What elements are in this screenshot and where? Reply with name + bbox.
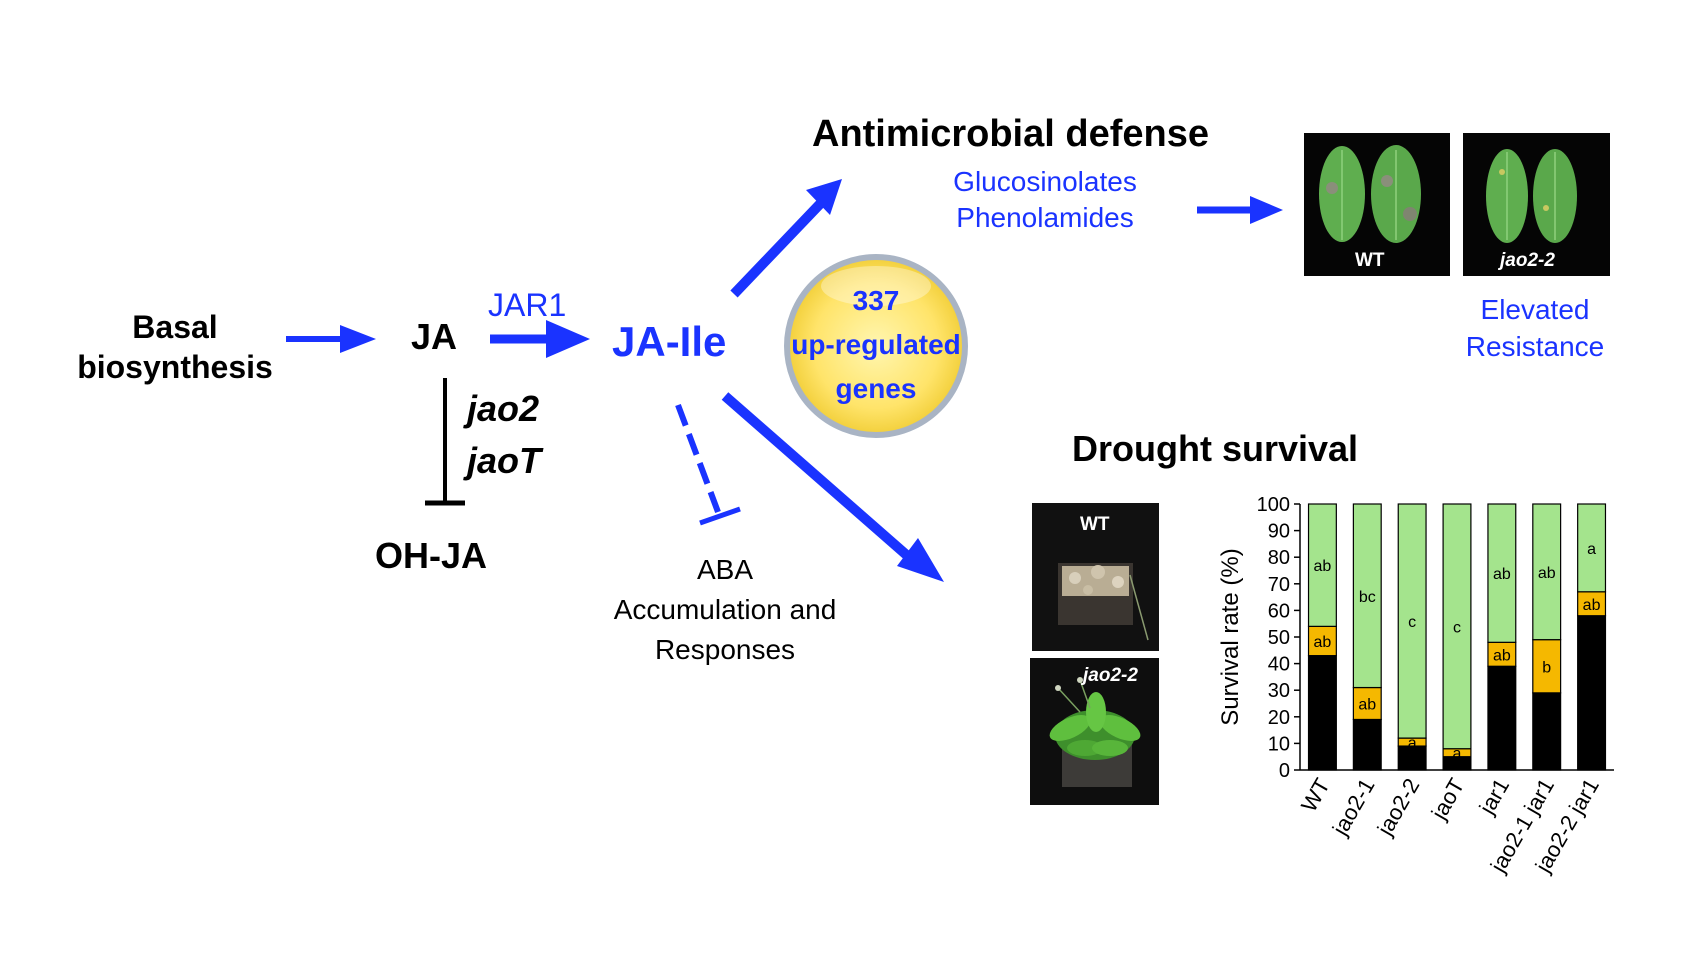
bar-segment [1577, 503, 1607, 593]
y-tick-label: 70 [1268, 574, 1290, 596]
bar-segment [1532, 639, 1562, 694]
genes-circle [784, 254, 968, 438]
compound-glucosinolates: Glucosinolates [953, 166, 1137, 197]
result-line-2: Resistance [1465, 331, 1605, 362]
green-segment-label: c [1408, 614, 1416, 631]
mutant-jao2: jao2 [467, 388, 540, 429]
orange-segment-label: ab [1358, 697, 1376, 714]
basal-line-1: Basal [132, 309, 218, 345]
bar-segment [1352, 503, 1382, 689]
y-tick-label: 10 [1268, 733, 1290, 755]
antimicrobial-title: Antimicrobial defense [812, 113, 1209, 155]
drought-title: Drought survival [1072, 428, 1359, 469]
inhibition-ja-to-ohja [425, 378, 465, 506]
bar-segment [1352, 718, 1382, 771]
green-segment-label: bc [1359, 589, 1376, 606]
arrow-to-antimicrobial [730, 179, 842, 298]
basal-biosynthesis-label: Basal biosynthesis [70, 307, 280, 387]
green-segment-label: ab [1538, 565, 1556, 582]
arrow-basal-to-ja [286, 325, 376, 353]
orange-segment-label: ab [1493, 647, 1511, 664]
aba-line-3: Responses [654, 634, 796, 665]
orange-segment-label: a [1408, 735, 1417, 752]
compounds-label: Glucosinolates Phenolamides [920, 164, 1170, 236]
genes-circle-text: 337 up-regulated genes [776, 279, 976, 411]
jar1-label: JAR1 [488, 287, 567, 323]
aba-label: ABA Accumulation and Responses [590, 550, 860, 670]
leaf-photo-label-wt: WT [1355, 250, 1385, 271]
drought-photo-label-jao2-2: jao2-2 [1083, 665, 1138, 686]
leaf-photo-jao2-2 [1463, 133, 1610, 276]
y-tick-label: 50 [1268, 627, 1290, 649]
result-line-1: Elevated [1480, 294, 1590, 325]
category-label: jao2-1 [1327, 774, 1380, 840]
bar-segment [1397, 503, 1427, 739]
green-segment-label: a [1587, 541, 1596, 558]
category-label: jaoT [1426, 774, 1470, 824]
y-axis-label: Survival rate (%) [1217, 548, 1244, 725]
genes-line-3: genes [835, 373, 917, 404]
orange-segment-label: ab [1583, 597, 1601, 614]
orange-segment-label: b [1542, 659, 1551, 676]
arrow-ja-to-jaile [490, 320, 590, 358]
arrow-to-drought [721, 392, 944, 582]
green-segment-label: c [1453, 619, 1461, 636]
bar-segment [1532, 692, 1562, 771]
y-tick-label: 40 [1268, 654, 1290, 676]
bar-segment [1307, 655, 1337, 771]
y-tick-label: 20 [1268, 707, 1290, 729]
compound-phenolamides: Phenolamides [956, 202, 1134, 233]
y-tick-label: 80 [1268, 547, 1290, 569]
genes-count: 337 [852, 285, 900, 316]
inhibition-to-aba [675, 403, 741, 526]
bar-segment [1307, 503, 1337, 627]
bar-segment [1532, 503, 1562, 641]
y-tick-label: 60 [1268, 600, 1290, 622]
green-segment-label: ab [1493, 566, 1511, 583]
mutants-label: jao2 jaoT [467, 383, 541, 487]
y-tick-label: 90 [1268, 521, 1290, 543]
y-tick-label: 0 [1279, 760, 1290, 782]
bar-segment [1487, 503, 1517, 643]
y-tick-label: 100 [1257, 494, 1290, 516]
bar-segment [1487, 665, 1517, 771]
drought-photo-jao2-2 [1030, 658, 1159, 805]
arrow-to-leaf-photos [1197, 196, 1283, 224]
aba-line-1: ABA [696, 554, 754, 585]
oh-ja-label: OH-JA [375, 535, 488, 576]
genes-line-2: up-regulated [791, 329, 961, 360]
ja-ile-label: JA-Ile [612, 318, 727, 365]
elevated-resistance-label: Elevated Resistance [1440, 291, 1630, 365]
orange-segment-label: a [1453, 746, 1462, 763]
bar-segment [1442, 503, 1472, 750]
leaf-photo-wt [1304, 133, 1450, 276]
category-label: WT [1296, 774, 1335, 816]
category-label: jao2-2 [1372, 774, 1425, 840]
drought-photo-wt [1032, 503, 1159, 651]
aba-line-2: Accumulation and [613, 594, 837, 625]
y-tick-label: 30 [1268, 680, 1290, 702]
bar-segment [1577, 615, 1607, 771]
drought-photo-label-wt: WT [1080, 514, 1110, 535]
basal-line-2: biosynthesis [77, 349, 273, 385]
green-segment-label: ab [1314, 558, 1332, 575]
orange-segment-label: ab [1314, 634, 1332, 651]
category-label: jar1 [1474, 774, 1514, 819]
ja-label: JA [411, 316, 458, 357]
leaf-photo-label-jao2-2: jao2-2 [1500, 250, 1555, 271]
mutant-jaot: jaoT [467, 440, 542, 481]
